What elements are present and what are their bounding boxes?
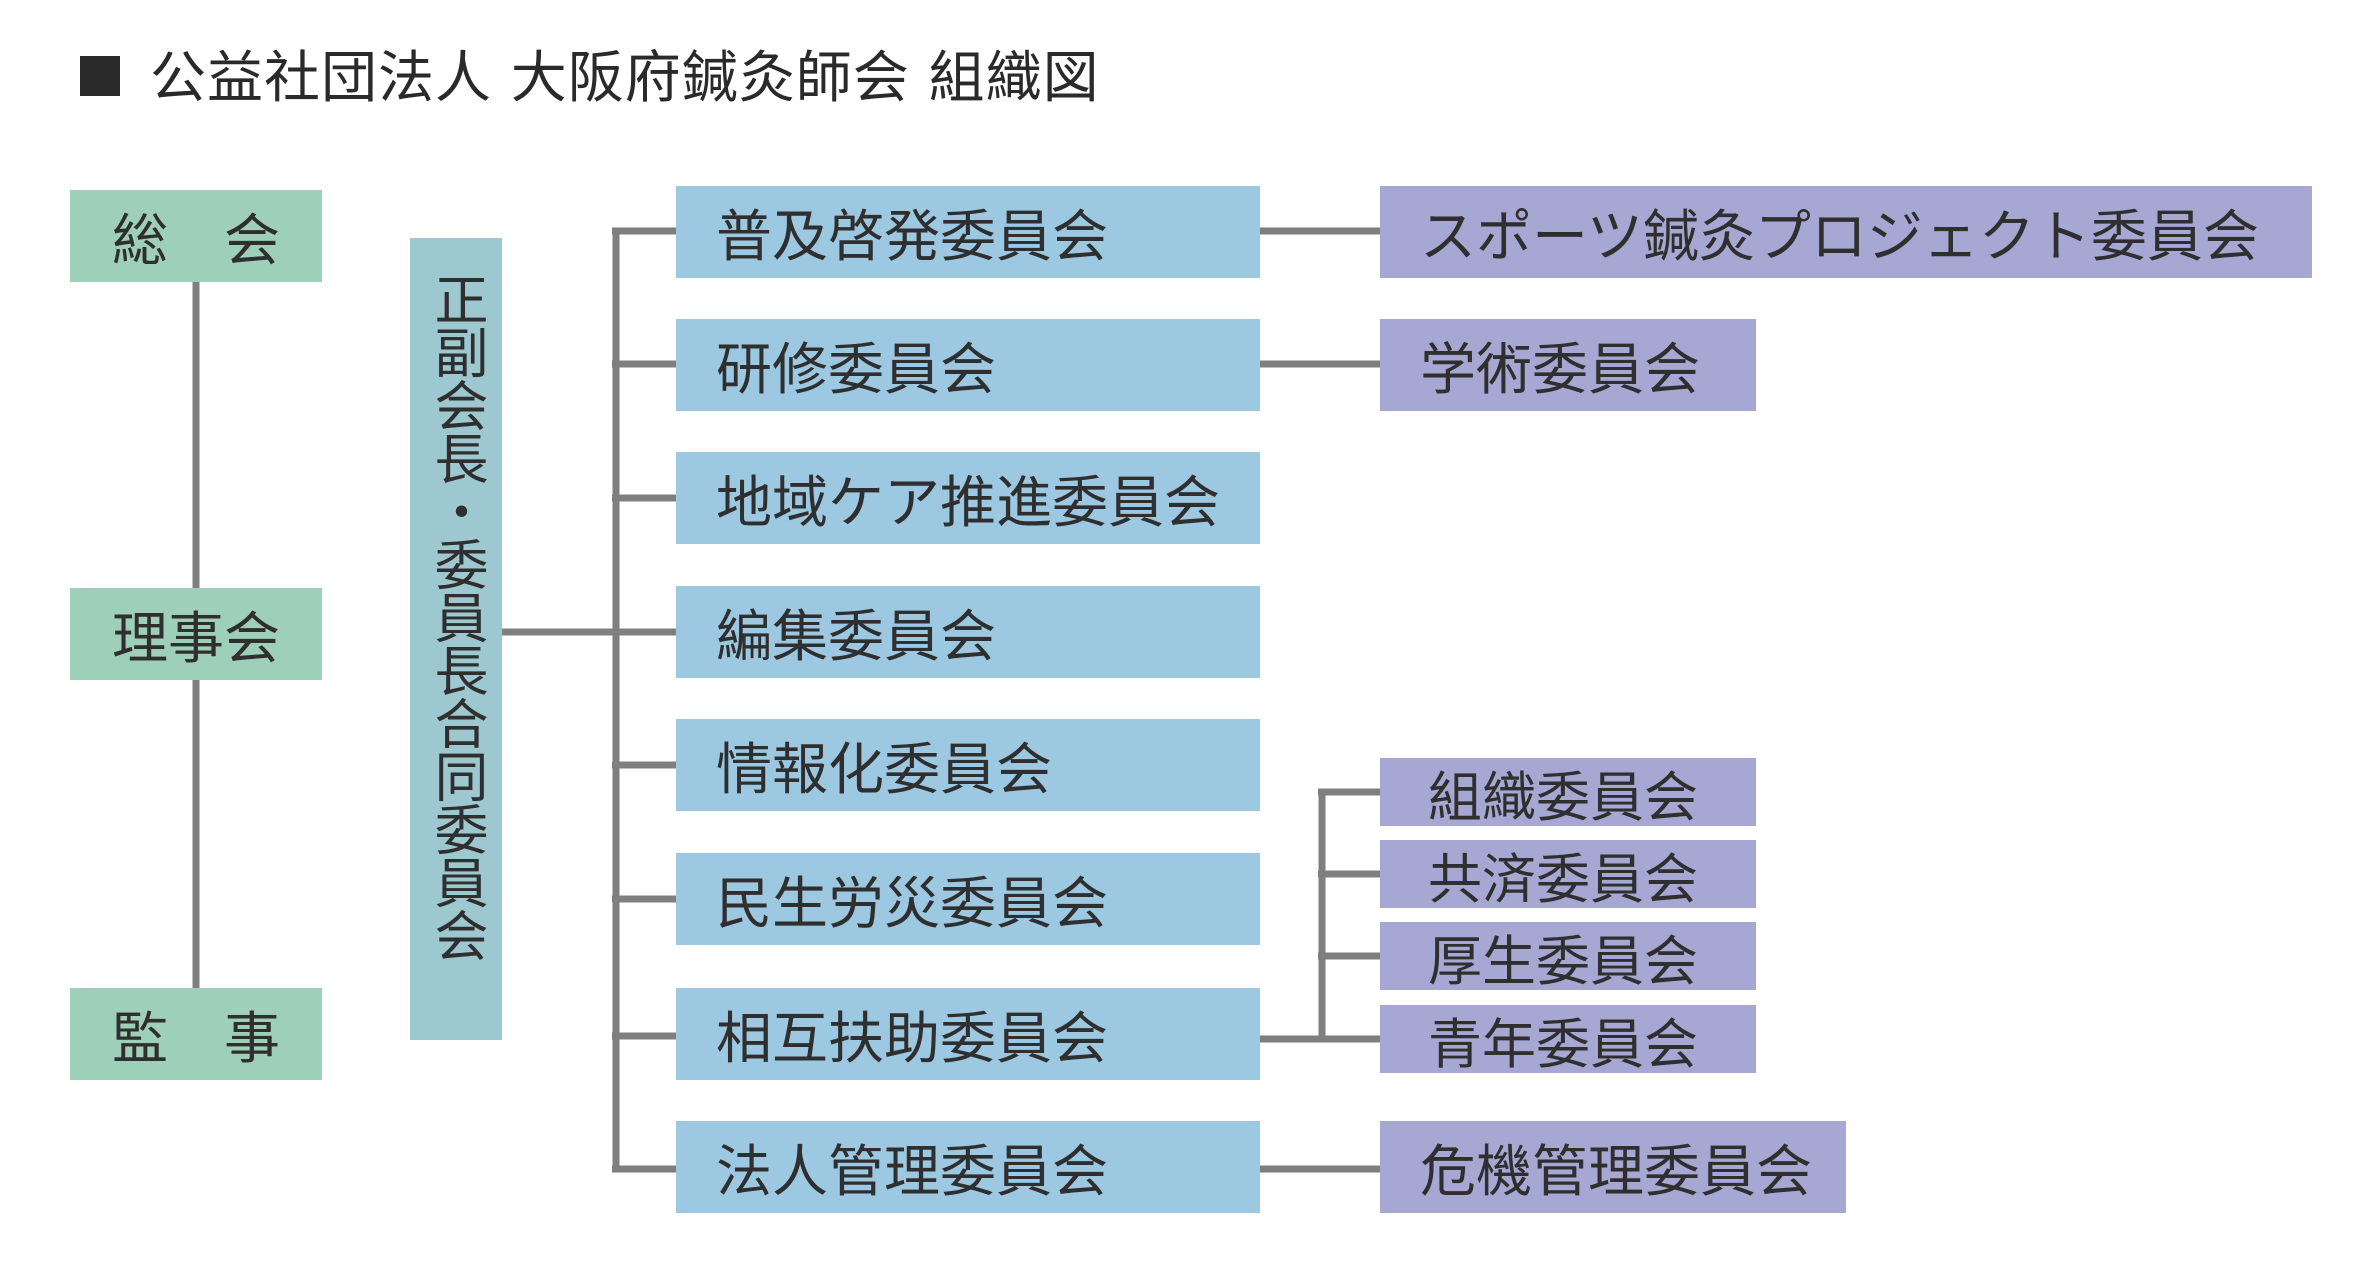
- committee-box-chiiki-care: 地域ケア推進委員会: [676, 452, 1260, 544]
- subcommittee-box-mutual-aid: 共済委員会: [1380, 840, 1756, 911]
- subcommittee-box-sports: スポーツ鍼灸プロジェクト委員会: [1380, 186, 2312, 278]
- auditor-box: 監 事: [70, 988, 322, 1080]
- committee-box-fukyu-keihatsu: 普及啓発委員会: [676, 186, 1260, 278]
- committee-box-sogo-fujo: 相互扶助委員会: [676, 988, 1260, 1080]
- subcommittee-box-academic: 学術委員会: [1380, 319, 1756, 411]
- square-bullet-icon: [80, 55, 120, 96]
- committee-box-kenshu: 研修委員会: [676, 319, 1260, 411]
- subcommittee-box-welfare: 厚生委員会: [1380, 922, 1756, 993]
- committee-box-johoka: 情報化委員会: [676, 719, 1260, 811]
- subcommittee-box-youth: 青年委員会: [1380, 1005, 1756, 1076]
- subcommittee-box-crisis: 危機管理委員会: [1380, 1121, 1846, 1213]
- board-of-directors-box: 理事会: [70, 588, 322, 680]
- general-assembly-box: 総 会: [70, 190, 322, 282]
- joint-committee-label: 正副会長・委員長合同委員会: [425, 272, 488, 961]
- subcommittee-box-organization: 組織委員会: [1380, 758, 1756, 829]
- title-text: 公益社団法人 大阪府鍼灸師会 組織図: [150, 46, 1100, 111]
- committee-box-hojin-kanri: 法人管理委員会: [676, 1121, 1260, 1213]
- joint-committee-box: 正副会長・委員長合同委員会: [410, 238, 502, 1040]
- committee-box-henshu: 編集委員会: [676, 586, 1260, 678]
- committee-box-minsei-rosai: 民生労災委員会: [676, 853, 1260, 945]
- page-title: 公益社団法人 大阪府鍼灸師会 組織図: [80, 44, 1100, 114]
